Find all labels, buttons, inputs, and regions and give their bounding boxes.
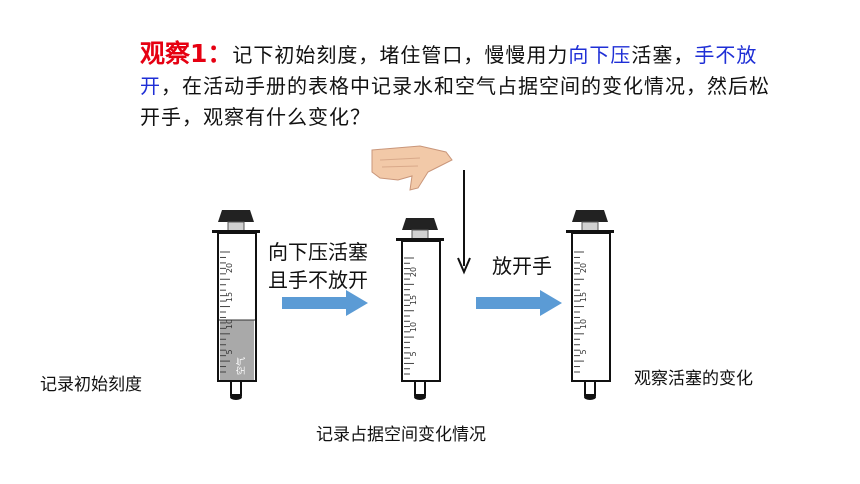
instruction-seg3: ，在活动手册的表格中记录水和空气占据空间的变化情况，然后松开手，观察有什么变化？ — [140, 74, 770, 129]
scale-number: 5 — [225, 349, 234, 354]
caption-right: 观察活塞的变化 — [634, 369, 753, 389]
syringe-initial-numbers: 20 15 10 5 空气 — [225, 263, 247, 375]
arrow-label-push-line2: 且手不放开 — [268, 268, 368, 292]
instruction-seg1: 记下初始刻度，堵住管口，慢慢用力 — [232, 43, 569, 67]
emphasis-push-down: 向下压 — [568, 43, 632, 67]
scale-number: 15 — [579, 292, 588, 302]
scale-number: 10 — [579, 319, 588, 329]
syringe-pressed-numbers: 20 15 10 5 — [409, 267, 418, 357]
syringe-initial — [212, 210, 260, 400]
scale-number: 15 — [225, 292, 234, 302]
arrow-label-push: 向下压活塞 且手不放开 — [268, 238, 368, 294]
emphasis-hold: 手不放开 — [140, 43, 758, 98]
scale-number: 10 — [225, 319, 234, 329]
heading: 观察1： — [140, 39, 233, 68]
right-arrow-icon — [282, 290, 368, 316]
instruction-seg2: 活塞， — [631, 43, 695, 67]
scale-number: 5 — [579, 349, 588, 354]
syringe-released-scale — [574, 251, 584, 373]
scale-number: 20 — [225, 263, 234, 273]
scale-number: 20 — [579, 263, 588, 273]
scale-number: 15 — [409, 295, 418, 305]
caption-middle: 记录占据空间变化情况 — [316, 425, 486, 445]
hand-icon — [371, 145, 453, 191]
scale-number: 10 — [409, 322, 418, 332]
arrow-label-push-line1: 向下压活塞 — [268, 240, 368, 264]
syringe-initial-scale — [220, 251, 230, 373]
arrow-label-release: 放开手 — [492, 254, 552, 278]
syringe-released — [566, 210, 614, 400]
syringe-pressed — [396, 218, 444, 400]
syringe-released-numbers: 20 15 10 5 — [579, 263, 588, 355]
caption-initial: 记录初始刻度 — [40, 375, 142, 395]
instruction-text: 观察1：记下初始刻度，堵住管口，慢慢用力向下压活塞，手不放开，在活动手册的表格中… — [140, 38, 790, 133]
syringe-pressed-scale — [404, 257, 414, 375]
down-arrow-icon — [457, 170, 471, 275]
scale-number: 20 — [409, 267, 418, 277]
scale-number: 5 — [409, 351, 418, 356]
right-arrow-icon — [476, 290, 562, 316]
air-label: 空气 — [235, 357, 247, 375]
